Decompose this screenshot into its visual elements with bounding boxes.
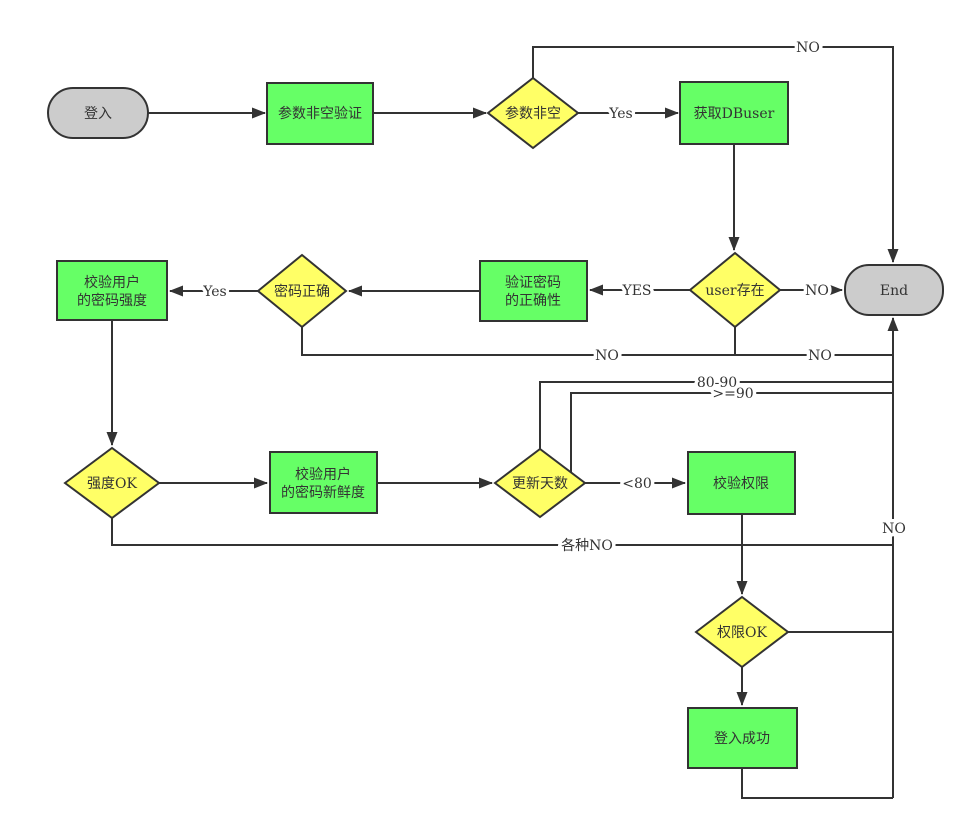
node-check-freshness-label-line2: 的密码新鲜度 bbox=[281, 484, 365, 501]
edge-label-param-yes: Yes bbox=[608, 106, 633, 122]
edge-strength-ok-various-no-line bbox=[111, 518, 893, 546]
node-password-correct bbox=[256, 253, 348, 329]
node-verify-password bbox=[479, 260, 588, 322]
edge-password-correct-no-line bbox=[301, 327, 893, 356]
node-update-days-label: 更新天数 bbox=[512, 476, 568, 492]
edge-update-days-ge90-line bbox=[570, 392, 893, 472]
node-get-dbuser bbox=[679, 81, 789, 145]
node-end bbox=[844, 264, 944, 316]
node-login-success-label: 登入成功 bbox=[714, 731, 770, 747]
node-param-nonempty bbox=[486, 76, 580, 150]
edge-label-password-yes: Yes bbox=[202, 284, 227, 300]
edge-login-success-bottom-line bbox=[741, 768, 893, 799]
node-get-dbuser-label: 获取DBuser bbox=[694, 106, 775, 122]
edge-label-user-bottom-no: NO bbox=[808, 348, 832, 364]
node-strength-ok bbox=[63, 446, 161, 520]
node-check-strength-label-line2: 的密码强度 bbox=[77, 292, 147, 309]
edge-param-nonempty-no-to-end bbox=[532, 46, 899, 263]
edge-label-days-ge90: >=90 bbox=[712, 386, 753, 402]
edge-label-user-no: NO bbox=[805, 283, 829, 299]
node-permission-ok bbox=[694, 595, 790, 669]
node-permission-ok-label: 权限OK bbox=[717, 625, 767, 641]
node-check-freshness bbox=[269, 451, 378, 514]
node-param-check bbox=[266, 82, 374, 145]
node-login-label: 登入 bbox=[84, 106, 112, 122]
node-login-success bbox=[687, 707, 798, 769]
node-user-exists-label: user存在 bbox=[705, 283, 764, 299]
node-check-permission-label: 校验权限 bbox=[713, 475, 769, 492]
node-check-strength bbox=[56, 260, 168, 321]
node-check-freshness-label-line1: 校验用户 bbox=[295, 466, 351, 483]
edge-label-days-lt80: <80 bbox=[622, 476, 652, 492]
edge-label-param-no: NO bbox=[796, 40, 820, 56]
node-param-check-label: 参数非空验证 bbox=[278, 105, 362, 122]
node-verify-password-label-line2: 的正确性 bbox=[505, 293, 561, 309]
edge-label-user-yes: YES bbox=[621, 283, 651, 299]
edge-label-days-80-90: 80-90 bbox=[697, 375, 737, 391]
node-check-strength-label-line1: 校验用户 bbox=[84, 274, 140, 291]
node-user-exists bbox=[688, 251, 782, 329]
node-end-label: End bbox=[880, 283, 908, 299]
node-update-days bbox=[493, 447, 587, 519]
node-check-permission bbox=[687, 451, 796, 515]
node-strength-ok-label: 强度OK bbox=[87, 476, 137, 492]
edge-label-various-no: 各种NO bbox=[561, 538, 613, 554]
edge-label-password-no: NO bbox=[595, 348, 619, 364]
node-login bbox=[47, 87, 149, 139]
edge-label-permission-no: NO bbox=[882, 521, 906, 537]
node-param-nonempty-label: 参数非空 bbox=[505, 105, 561, 122]
edge-update-days-80-90-line bbox=[539, 381, 893, 449]
node-password-correct-label: 密码正确 bbox=[274, 283, 330, 300]
node-verify-password-label-line1: 验证密码 bbox=[505, 274, 561, 291]
